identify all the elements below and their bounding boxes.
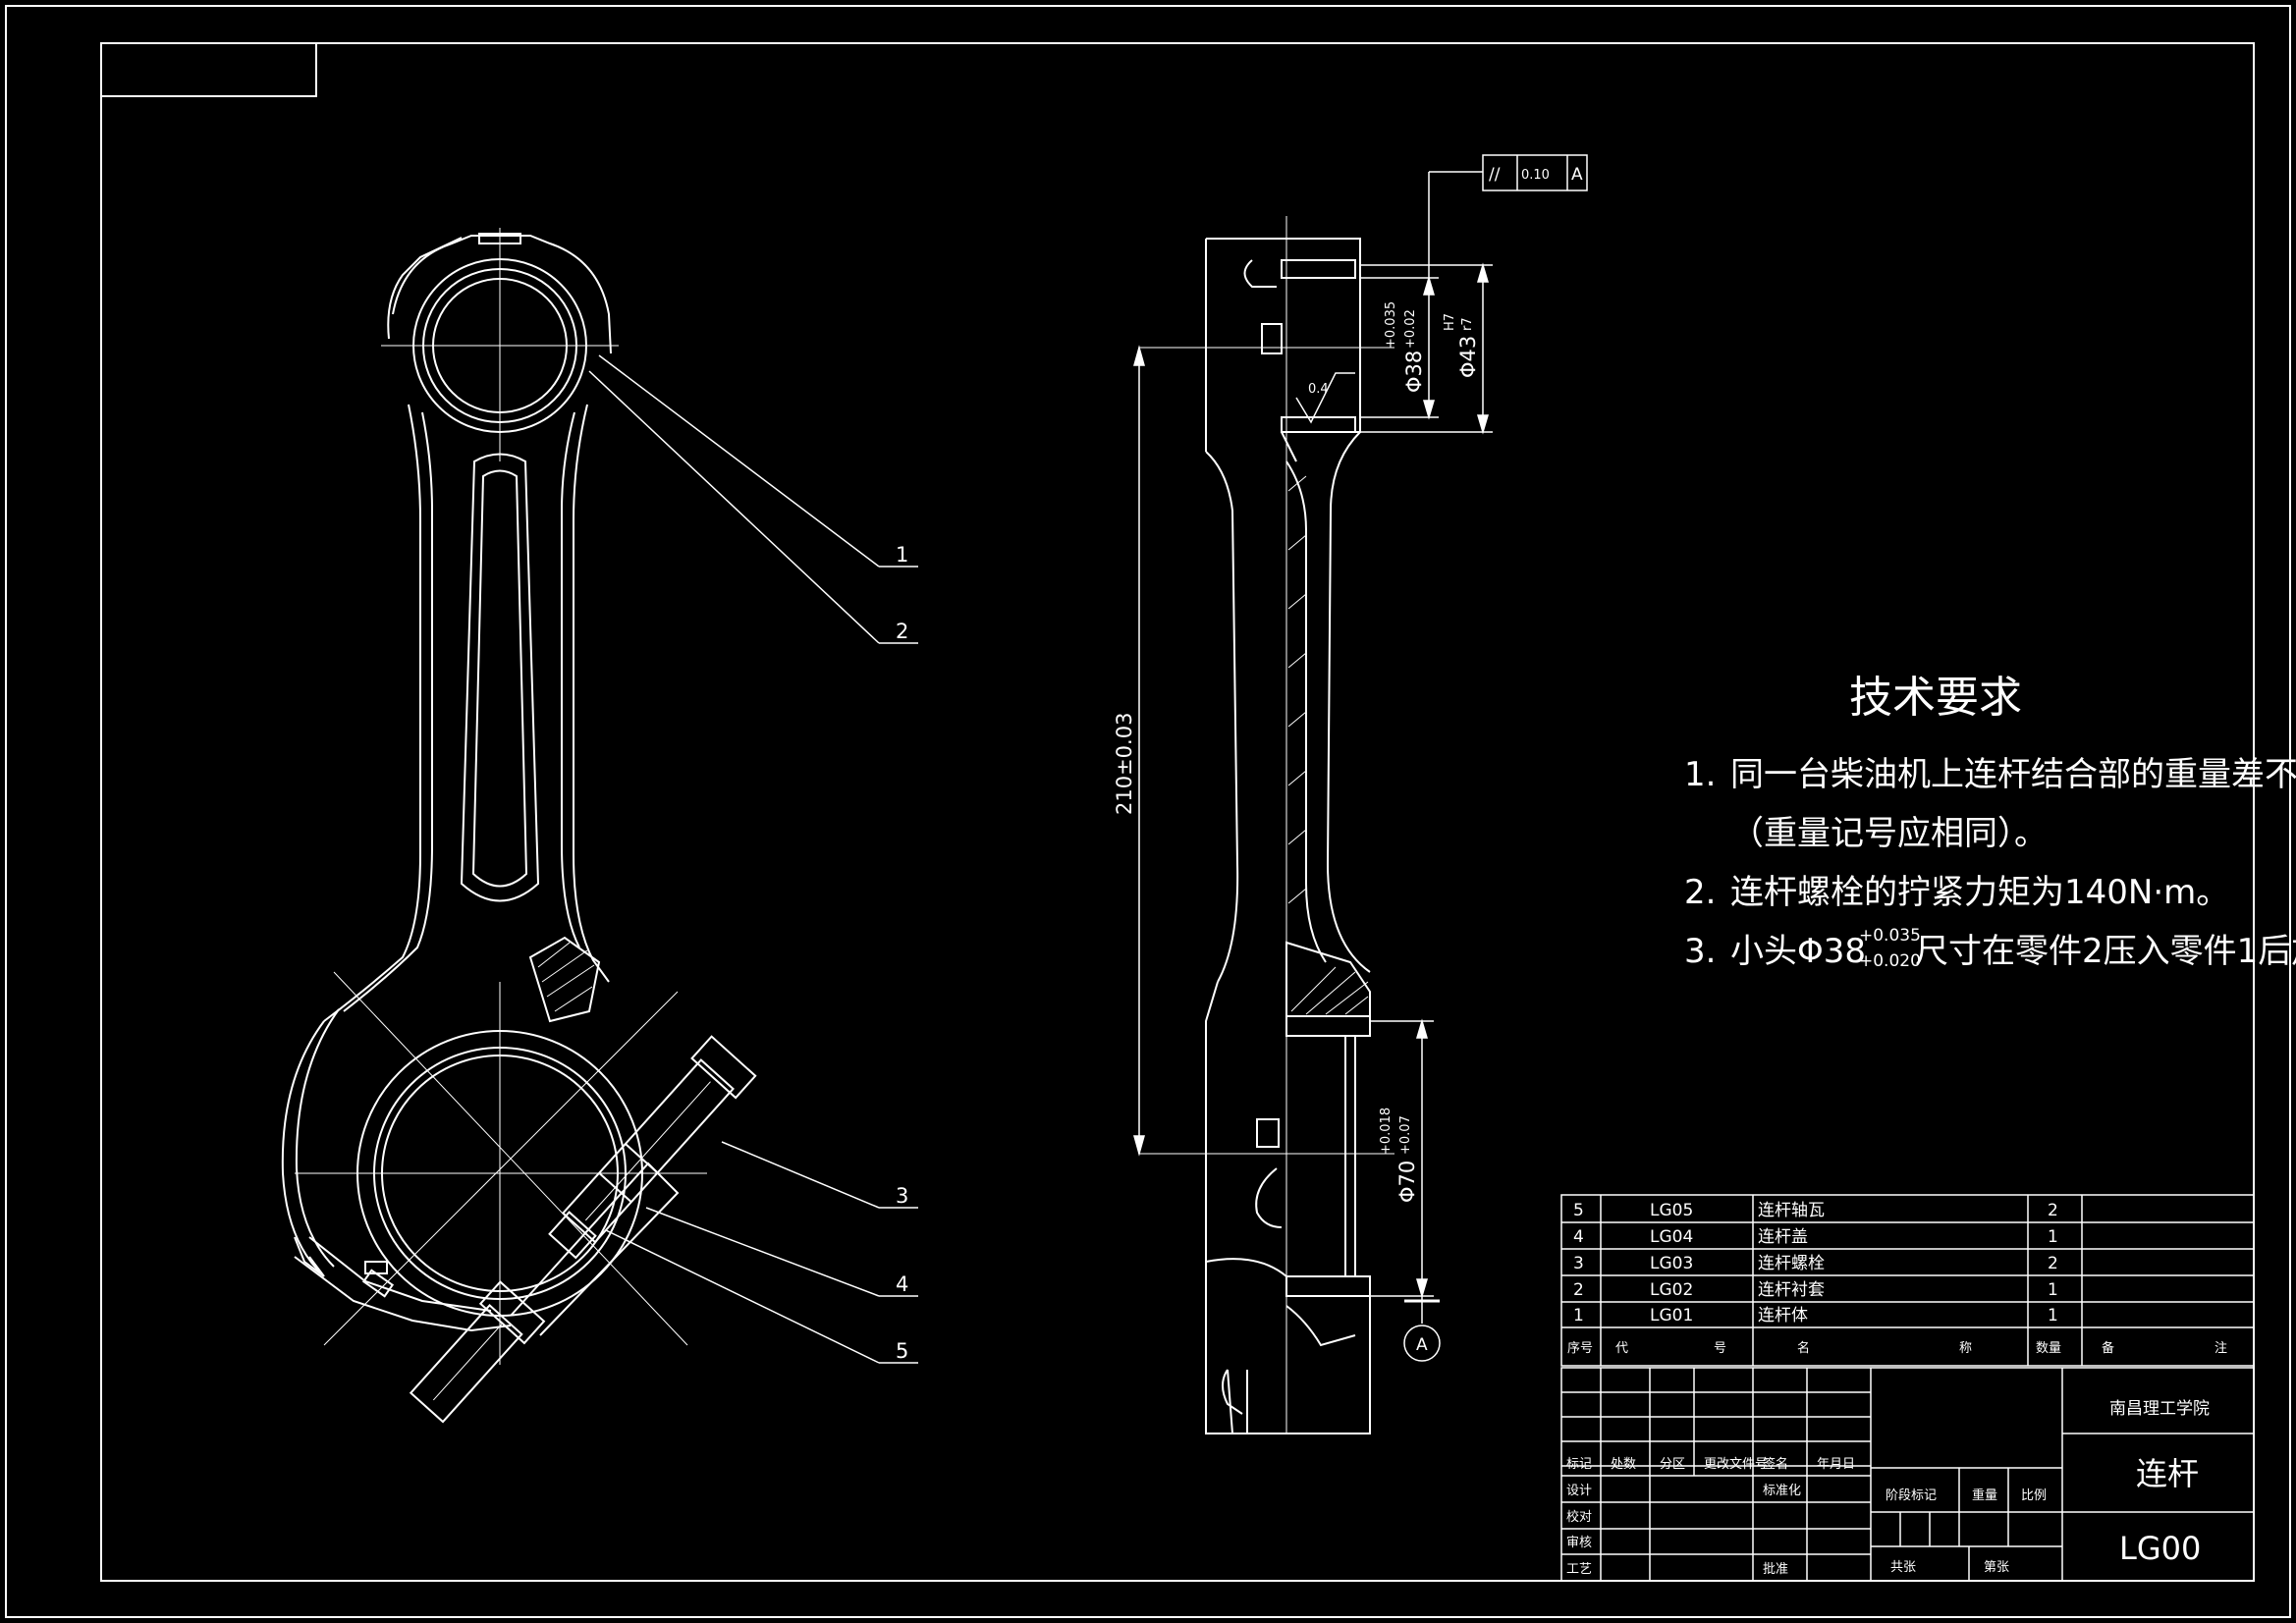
tech-item-3-num: 3. [1684, 932, 1716, 971]
sheet-label: 第张 [1984, 1560, 2009, 1575]
tolerance-datum: A [1571, 165, 1583, 185]
balloon-3: 3 [896, 1184, 908, 1208]
dim-small-bore-lower: +0.02 [1403, 309, 1418, 349]
balloon-2: 2 [896, 620, 908, 643]
part-row-2-code: LG02 [1650, 1280, 1693, 1300]
front-view-connecting-rod [281, 228, 757, 1424]
tolerance-value: 0.10 [1521, 168, 1550, 183]
tech-item-1-num: 1. [1684, 755, 1716, 794]
datum-a-label: A [1416, 1335, 1428, 1355]
part-row-2-no: 2 [1573, 1280, 1584, 1300]
balloon-labels: 1 2 3 4 5 [896, 543, 908, 1363]
technical-requirements: 技术要求 1. 同一台柴油机上连杆结合部的重量差不大于30克 （重量记号应相同）… [1684, 673, 2296, 971]
dim-small-outer-shaft: r7 [1460, 317, 1475, 331]
title-block-text: 标记 处数 分区 更改文件号 签名 年月日 设计 校对 审核 工艺 标准化 批准… [1566, 1399, 2210, 1577]
header-name-b: 称 [1959, 1341, 1972, 1356]
header-code-b: 号 [1714, 1341, 1726, 1356]
side-view-connecting-rod [1139, 216, 1394, 1434]
header-remark-a: 备 [2102, 1340, 2114, 1356]
leader-lines [588, 354, 918, 1364]
part-row-1-code: LG01 [1650, 1306, 1693, 1325]
drawing-number: LG00 [2119, 1530, 2201, 1567]
tech-item-1b-text: （重量记号应相同）。 [1730, 814, 2048, 853]
balloon-5: 5 [896, 1339, 908, 1363]
parts-list [1560, 1194, 2255, 1367]
tech-title: 技术要求 [1849, 673, 2022, 723]
part-row-4-no: 4 [1573, 1227, 1584, 1247]
scale-label: 比例 [2021, 1488, 2047, 1503]
tech-item-2-num: 2. [1684, 873, 1716, 912]
dim-center-distance: 210±0.03 [1113, 713, 1136, 815]
header-code-a: 代 [1615, 1341, 1628, 1356]
sheets-label: 共张 [1890, 1560, 1916, 1575]
role-process: 工艺 [1566, 1562, 1592, 1577]
dim-small-outer-hole: H7 [1443, 313, 1457, 331]
role-check: 校对 [1566, 1509, 1592, 1525]
balloon-4: 4 [896, 1272, 908, 1296]
part-row-5-qty: 2 [2048, 1201, 2058, 1220]
header-qty: 数量 [2036, 1341, 2061, 1356]
balloon-1: 1 [896, 543, 908, 567]
part-row-5-no: 5 [1573, 1201, 1584, 1220]
dim-small-outer: Φ43 [1456, 336, 1480, 378]
part-row-2-qty: 1 [2048, 1280, 2058, 1300]
header-remark-b: 注 [2214, 1341, 2227, 1356]
sheet-border [5, 5, 2291, 1618]
approve-label: 批准 [1763, 1562, 1788, 1577]
rev-label-doc: 更改文件号 [1704, 1457, 1768, 1472]
tolerance-frame: // 0.10 A [1482, 154, 1588, 191]
part-row-5-name: 连杆轴瓦 [1758, 1201, 1825, 1220]
dimension-texts: 0.4 210±0.03 Φ38 +0.035 +0.02 Φ43 H7 r7 … [1113, 301, 1480, 1355]
part-row-1-no: 1 [1573, 1306, 1584, 1325]
rev-label-date: 年月日 [1817, 1457, 1855, 1472]
dim-big-bore: Φ70 [1395, 1161, 1419, 1203]
header-no: 序号 [1567, 1341, 1593, 1356]
roughness-value: 0.4 [1308, 382, 1329, 397]
tech-item-3-after: 尺寸在零件2压入零件1后加工成。 [1915, 932, 2296, 971]
tech-item-3-before: 小头Φ38 [1730, 932, 1866, 971]
weight-label: 重量 [1972, 1488, 1997, 1503]
role-design: 设计 [1566, 1484, 1592, 1498]
tech-item-3-sub: +0.020 [1859, 951, 1921, 971]
part-row-3-name: 连杆螺栓 [1758, 1254, 1825, 1273]
part-row-2-name: 连杆衬套 [1758, 1280, 1825, 1300]
part-row-1-name: 连杆体 [1758, 1306, 1808, 1325]
part-row-3-no: 3 [1573, 1254, 1584, 1273]
tech-item-1-text: 同一台柴油机上连杆结合部的重量差不大于30克 [1730, 755, 2296, 794]
rev-label-sign: 签名 [1763, 1456, 1788, 1472]
header-name-a: 名 [1797, 1340, 1810, 1356]
title-block [1560, 1367, 2255, 1582]
rev-label-count: 处数 [1611, 1457, 1636, 1472]
part-name-title: 连杆 [2136, 1455, 2199, 1492]
part-row-5-code: LG05 [1650, 1201, 1693, 1220]
tech-item-2-text: 连杆螺栓的拧紧力矩为140N·m。 [1730, 873, 2229, 912]
dim-big-bore-upper: +0.018 [1379, 1108, 1394, 1155]
part-row-4-name: 连杆盖 [1758, 1227, 1808, 1247]
institution-name: 南昌理工学院 [2109, 1399, 2210, 1419]
part-row-4-code: LG04 [1650, 1227, 1693, 1247]
parallelism-symbol: // [1489, 165, 1501, 185]
rev-label-zone: 分区 [1660, 1457, 1685, 1472]
dim-small-bore: Φ38 [1402, 351, 1426, 393]
tech-item-3-sup: +0.035 [1859, 926, 1921, 946]
std-label: 标准化 [1763, 1484, 1801, 1498]
dim-small-bore-upper: +0.035 [1384, 301, 1398, 349]
part-row-3-code: LG03 [1650, 1254, 1693, 1273]
parts-list-text: 5 LG05 连杆轴瓦 2 4 LG04 连杆盖 1 3 LG03 连杆螺栓 2… [1567, 1201, 2227, 1356]
dim-big-bore-lower: +0.07 [1398, 1115, 1413, 1155]
rev-label-mark: 标记 [1566, 1457, 1592, 1472]
stage-label: 阶段标记 [1886, 1488, 1937, 1503]
dimension-lines [1133, 171, 1493, 1362]
part-row-1-qty: 1 [2048, 1306, 2058, 1325]
part-row-3-qty: 2 [2048, 1254, 2058, 1273]
role-review: 审核 [1566, 1536, 1592, 1550]
part-row-4-qty: 1 [2048, 1227, 2058, 1247]
